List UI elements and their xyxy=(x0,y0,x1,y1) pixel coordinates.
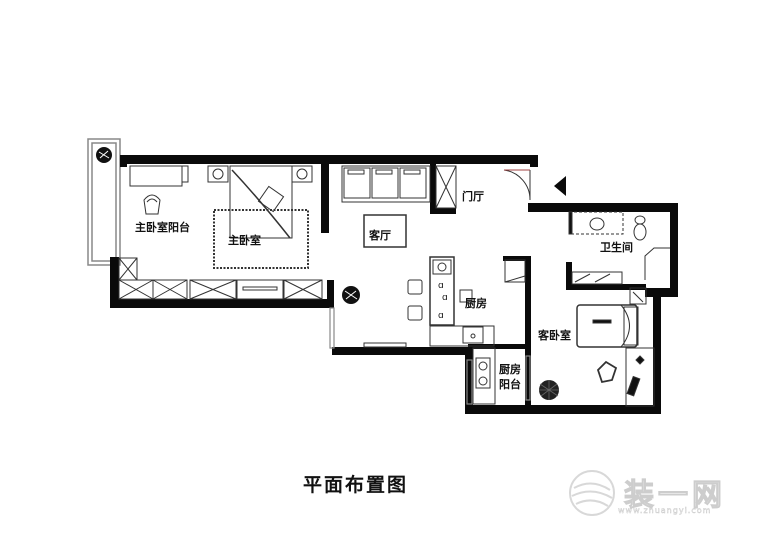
master-furniture xyxy=(118,165,323,300)
bathroom-fixtures xyxy=(568,211,670,285)
svg-text:ɑ: ɑ xyxy=(438,281,444,291)
room-label-bathroom: 卫生间 xyxy=(600,240,633,254)
room-label-living-room: 客厅 xyxy=(368,228,391,242)
master-bed xyxy=(207,165,313,269)
room-label-kitchen-balcony-1: 厨房 xyxy=(499,362,521,376)
windows xyxy=(329,307,531,405)
plant-icon xyxy=(342,286,360,304)
room-label-kitchen: 厨房 xyxy=(465,296,487,310)
room-label-foyer: 门厅 xyxy=(462,189,484,203)
master-balcony-railing xyxy=(87,138,121,266)
living-furniture xyxy=(341,165,457,348)
svg-text:ɑ: ɑ xyxy=(438,311,444,321)
plant-icon xyxy=(96,147,112,163)
kitchen-stools: ɑ ɑ ɑ xyxy=(438,281,448,321)
guest-furniture xyxy=(576,287,655,407)
room-label-master-balcony: 主卧室阳台 xyxy=(135,220,190,234)
room-label-kitchen-balcony-2: 阳台 xyxy=(499,377,521,391)
plant-icon xyxy=(539,380,559,400)
svg-text:ɑ: ɑ xyxy=(442,293,448,303)
watermark-text: 装一网 xyxy=(624,478,726,514)
watermark-logo-icon xyxy=(569,470,615,516)
watermark: 装一网 www.zhuangyi.com xyxy=(566,468,736,520)
room-label-master-bedroom: 主卧室 xyxy=(228,233,261,247)
entrance-arrow-icon xyxy=(554,176,566,196)
watermark-url: www.zhuangyi.com xyxy=(618,506,712,515)
plan-title: 平面布置图 xyxy=(303,474,409,496)
kitchen-furniture xyxy=(429,256,526,405)
room-label-guest-bedroom: 客卧室 xyxy=(537,328,571,342)
walls xyxy=(110,155,678,414)
entrance-door xyxy=(503,169,531,201)
